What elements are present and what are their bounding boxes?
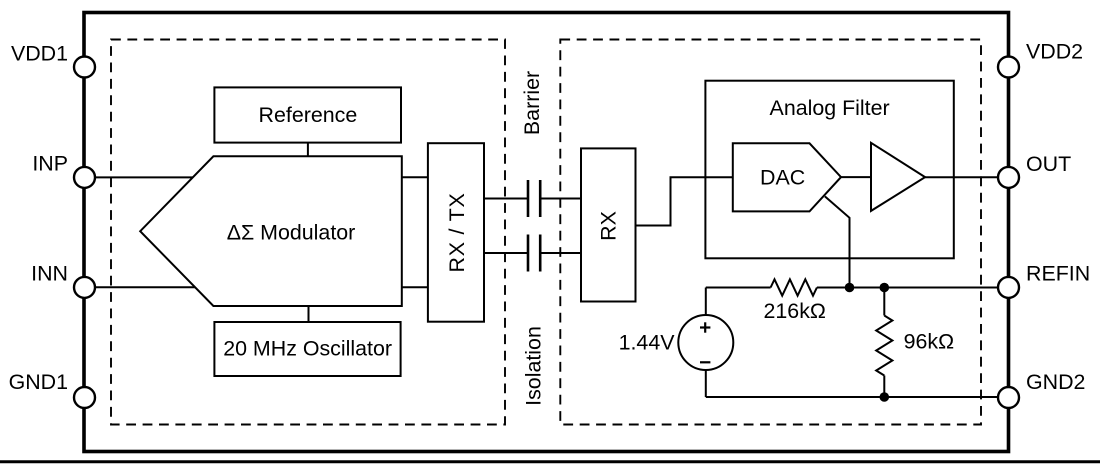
svg-text:DAC: DAC (760, 166, 805, 190)
svg-text:96kΩ: 96kΩ (904, 329, 954, 353)
svg-text:216kΩ: 216kΩ (764, 299, 826, 323)
svg-text:1.44V: 1.44V (619, 330, 676, 354)
svg-text:20 MHz Oscillator: 20 MHz Oscillator (223, 337, 392, 361)
svg-text:OUT: OUT (1026, 152, 1071, 176)
svg-text:RX / TX: RX / TX (445, 192, 469, 272)
svg-text:INN: INN (31, 262, 68, 286)
svg-text:RX: RX (597, 211, 621, 241)
svg-text:Isolation: Isolation (522, 326, 546, 406)
svg-text:REFIN: REFIN (1026, 261, 1090, 285)
svg-text:VDD1: VDD1 (11, 41, 68, 65)
svg-text:VDD2: VDD2 (1026, 40, 1083, 64)
svg-text:INP: INP (32, 152, 68, 176)
svg-text:Reference: Reference (259, 103, 358, 127)
svg-text:Analog Filter: Analog Filter (770, 96, 890, 120)
svg-text:ΔΣ Modulator: ΔΣ Modulator (227, 221, 356, 245)
svg-text:GND1: GND1 (9, 370, 68, 394)
svg-text:GND2: GND2 (1026, 370, 1085, 394)
svg-text:Barrier: Barrier (520, 71, 544, 135)
